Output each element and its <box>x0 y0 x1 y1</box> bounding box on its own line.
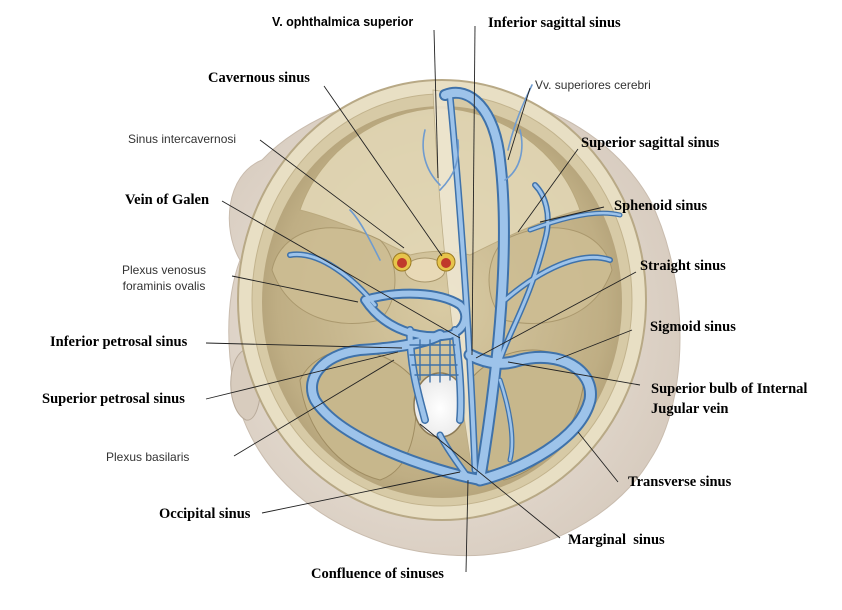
label-straight-sinus: Straight sinus <box>640 258 726 274</box>
label-confluence-of-sinuses: Confluence of sinuses <box>311 566 444 582</box>
venous-sinuses <box>287 84 623 487</box>
label-plexus-venosus-line1: Plexus venosus <box>121 263 207 277</box>
label-cavernous-sinus: Cavernous sinus <box>208 70 310 86</box>
label-sinus-intercavernosi: Sinus intercavernosi <box>128 132 237 146</box>
label-v-ophthalmica-superior: V. ophthalmica superior <box>272 15 414 29</box>
label-vv-superiores-cerebri: Vv. superiores cerebri <box>535 78 651 92</box>
cavernous-carotid <box>392 252 456 283</box>
label-inferior-sagittal-sinus: Inferior sagittal sinus <box>488 15 621 31</box>
label-superior-bulb-line2: Jugular vein <box>651 401 729 417</box>
label-sphenoid-sinus: Sphenoid sinus <box>614 198 708 214</box>
label-plexus-venosus-foraminis-ovalis: Plexus venosus foraminis ovalis <box>96 262 232 294</box>
label-inferior-petrosal-sinus: Inferior petrosal sinus <box>50 334 188 350</box>
label-superior-petrosal-sinus: Superior petrosal sinus <box>42 391 185 407</box>
label-plexus-venosus-line2: foraminis ovalis <box>122 279 206 293</box>
leader-lines <box>205 25 641 573</box>
label-transverse-sinus: Transverse sinus <box>628 474 732 490</box>
label-sigmoid-sinus: Sigmoid sinus <box>650 319 736 335</box>
label-plexus-basilaris: Plexus basilaris <box>106 450 190 464</box>
label-vein-of-galen: Vein of Galen <box>125 192 210 208</box>
label-occipital-sinus: Occipital sinus <box>159 506 251 522</box>
label-superior-sagittal-sinus: Superior sagittal sinus <box>581 135 720 151</box>
label-marginal-sinus: Marginal sinus <box>568 532 665 548</box>
label-superior-bulb-line1: Superior bulb of Internal <box>651 381 808 397</box>
label-superior-bulb-internal-jugular: Superior bulb of Internal Jugular vein <box>651 381 807 417</box>
